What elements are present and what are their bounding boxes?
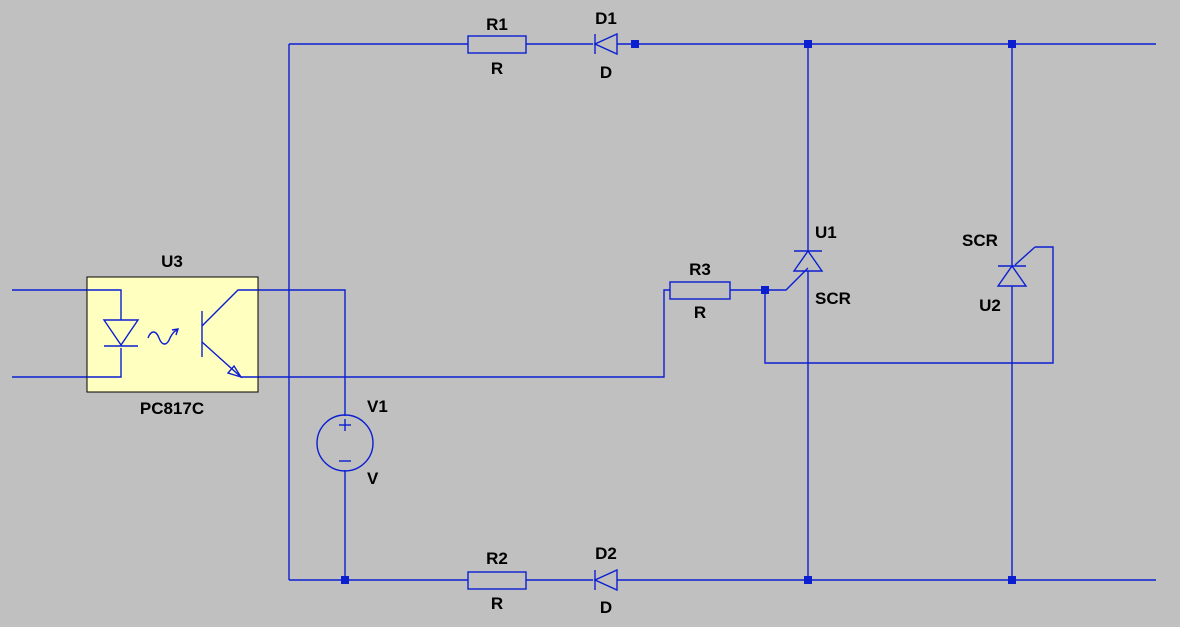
u3-transistor-collector [201, 289, 258, 327]
junction-bottom-u2 [1008, 576, 1016, 584]
diode-d2: D2 D [593, 544, 618, 617]
r3-value-label: R [694, 303, 706, 322]
junction-top-u2 [1008, 40, 1016, 48]
r2-body [467, 571, 527, 590]
d2-ref-label: D2 [595, 544, 617, 563]
scr-u2: SCR U2 [962, 231, 1036, 315]
u1-gate-lead [765, 267, 809, 291]
v1-value-label: V [367, 469, 379, 488]
u2-ref-label: U2 [979, 296, 1001, 315]
wire-emitter-r3 [258, 289, 670, 378]
u3-led-lead-bottom [87, 348, 122, 378]
junction-d1 [631, 40, 639, 48]
scr-u1: U1 SCR [765, 223, 851, 308]
wire-v1-top [258, 289, 346, 416]
u3-led-triangle [102, 319, 140, 347]
d1-ref-label: D1 [595, 9, 617, 28]
d2-triangle [593, 568, 618, 592]
u3-light-arrow [171, 328, 180, 336]
resistor-r2: R2 R [467, 549, 527, 613]
d1-triangle [593, 32, 618, 56]
v1-body [316, 414, 374, 472]
resistor-r1: R1 R [467, 15, 527, 78]
optocoupler-u3: U3 PC817C [86, 252, 259, 418]
v1-ref-label: V1 [367, 397, 388, 416]
wire-gate-loop [764, 246, 1054, 364]
u2-triangle [996, 264, 1028, 287]
junction-v1-bottom [341, 576, 349, 584]
junction-bottom-u1 [804, 576, 812, 584]
u3-light-wave [147, 329, 178, 345]
u1-triangle [792, 249, 824, 272]
d2-value-label: D [600, 598, 612, 617]
diode-d1: D1 D [593, 9, 618, 82]
u3-emitter-arrow [226, 364, 243, 379]
junctions [341, 40, 1016, 584]
r1-body [467, 35, 527, 54]
u3-led-lead-top [87, 289, 122, 320]
r1-ref-label: R1 [486, 15, 508, 34]
junction-top-u1 [804, 40, 812, 48]
u1-value-label: SCR [815, 289, 851, 308]
r1-value-label: R [491, 59, 503, 78]
r2-ref-label: R2 [486, 549, 508, 568]
u3-ref-label: U3 [161, 252, 183, 271]
r3-body [669, 281, 731, 300]
u3-value-label: PC817C [140, 399, 204, 418]
u2-value-label: SCR [962, 231, 998, 250]
voltage-source-v1: V1 V [316, 397, 388, 488]
wires [12, 43, 1156, 581]
d1-value-label: D [600, 63, 612, 82]
resistor-r3: R3 R [669, 260, 731, 322]
u2-gate-lead [1014, 246, 1036, 266]
r3-ref-label: R3 [689, 260, 711, 279]
r2-value-label: R [491, 594, 503, 613]
u1-ref-label: U1 [815, 223, 837, 242]
